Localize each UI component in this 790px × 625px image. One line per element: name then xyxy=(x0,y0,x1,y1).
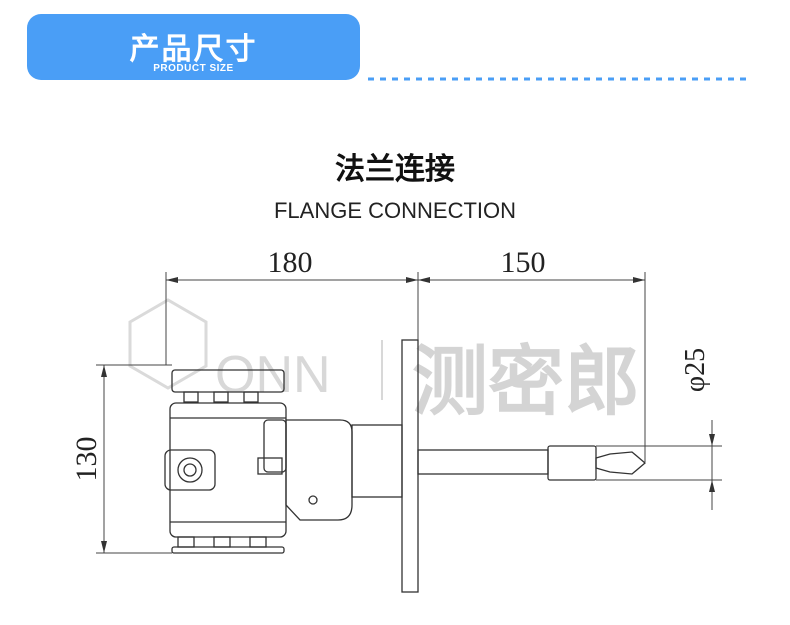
probe-fork xyxy=(595,451,647,475)
housing-body xyxy=(169,402,287,538)
arrow-180-left xyxy=(166,277,178,283)
probe-collar xyxy=(547,445,597,481)
watermark: ONN 测密郎 xyxy=(128,298,640,426)
watermark-cn: 测密郎 xyxy=(412,337,640,426)
neck-lock xyxy=(263,419,287,473)
housing-top-bolt-1 xyxy=(183,391,199,403)
cable-gland-nut-inner xyxy=(183,463,197,477)
drawing-subtitle: FLANGE CONNECTION xyxy=(273,198,517,223)
dim-label-130: 130 xyxy=(70,437,103,482)
dim-label-diameter: φ25 xyxy=(680,348,711,392)
housing-bottom-bolt-1 xyxy=(177,536,195,548)
housing-bottom-bolt-2 xyxy=(213,536,231,548)
sensor-outline xyxy=(164,339,647,593)
cable-gland xyxy=(164,449,216,491)
neck-lock-tab xyxy=(257,457,283,475)
dim-label-150: 150 xyxy=(501,246,546,279)
cable-gland-nut xyxy=(177,457,203,483)
housing-neck xyxy=(285,419,353,521)
arrow-130-top xyxy=(101,365,107,377)
watermark-hex-icon xyxy=(128,298,208,390)
neck-screw xyxy=(308,495,318,505)
dim-label-180: 180 xyxy=(268,246,313,279)
banner-title: 产品尺寸 xyxy=(129,32,258,67)
adapter xyxy=(351,424,403,498)
housing-top-bolt-2 xyxy=(213,391,229,403)
drawing-title: 法兰连接 xyxy=(335,152,455,187)
arrow-150-left xyxy=(418,277,430,283)
probe-shaft xyxy=(417,449,549,475)
banner-subtitle: PRODUCT SIZE xyxy=(153,63,234,74)
arrow-150-right xyxy=(633,277,645,283)
dimension-lines xyxy=(96,272,722,554)
housing-bottom-cap xyxy=(171,546,285,554)
dimension-arrows xyxy=(101,277,715,553)
arrow-180-right xyxy=(406,277,418,283)
arrow-dia-bottom xyxy=(709,480,715,492)
housing-bottom-bolt-3 xyxy=(249,536,267,548)
housing-top-bolt-3 xyxy=(243,391,259,403)
arrow-dia-top xyxy=(709,434,715,446)
arrow-130-bottom xyxy=(101,541,107,553)
watermark-en: ONN xyxy=(215,346,331,404)
section-banner: 产品尺寸 PRODUCT SIZE xyxy=(27,14,360,80)
